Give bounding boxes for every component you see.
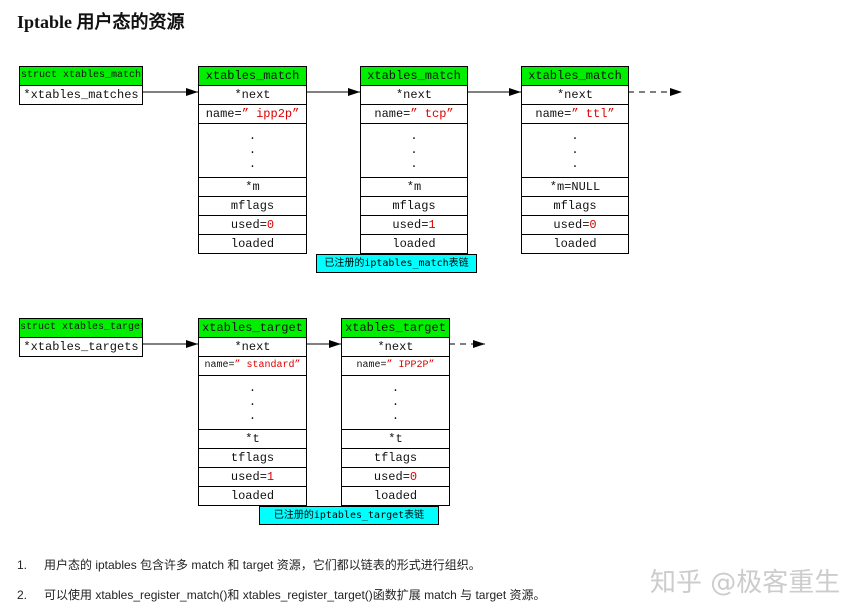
next-field: *next (361, 85, 467, 104)
used-label: used= (230, 218, 267, 232)
name-label: name= (205, 107, 242, 121)
used-field: used=1 (199, 467, 306, 486)
used-label: used= (392, 218, 429, 232)
loaded-field: loaded (522, 234, 628, 253)
ellipsis: . . . (199, 375, 306, 429)
ptr-field: *t (342, 429, 449, 448)
struct-xtables-match: struct xtables_match *xtables_matches (19, 66, 143, 105)
loaded-field: loaded (199, 486, 306, 505)
flags-field: tflags (199, 448, 306, 467)
node-header: xtables_match (522, 67, 628, 85)
name-value: ” IPP2P” (386, 360, 435, 371)
used-label: used= (373, 470, 410, 484)
note-number: 2. (17, 588, 28, 602)
ellipsis: . . . (342, 375, 449, 429)
used-value: 1 (266, 470, 275, 484)
flags-field: mflags (522, 196, 628, 215)
struct-field: *xtables_matches (20, 85, 142, 104)
struct-xtables-target: struct xtables_target *xtables_targets (19, 318, 143, 357)
name-field: name=” ipp2p” (199, 104, 306, 123)
node-header: xtables_target (199, 319, 306, 337)
used-label: used= (230, 470, 267, 484)
used-field: used=0 (342, 467, 449, 486)
next-field: *next (342, 337, 449, 356)
struct-header: struct xtables_target (20, 319, 142, 337)
match-node: xtables_match *next name=” tcp” . . . *m… (360, 66, 468, 254)
used-field: used=1 (361, 215, 467, 234)
match-node: xtables_match *next name=” ipp2p” . . . … (198, 66, 307, 254)
note-number: 1. (17, 558, 28, 572)
flags-field: tflags (342, 448, 449, 467)
ptr-field: *m (361, 177, 467, 196)
node-header: xtables_match (199, 67, 306, 85)
match-caption: 已注册的iptables_match表链 (316, 254, 477, 273)
target-node: xtables_target *next name=” standard” . … (198, 318, 307, 506)
name-label: name= (535, 107, 572, 121)
name-value: ” standard” (234, 360, 301, 371)
name-field: name=” tcp” (361, 104, 467, 123)
next-field: *next (522, 85, 628, 104)
target-caption: 已注册的iptables_target表链 (259, 506, 439, 525)
next-field: *next (199, 337, 306, 356)
ptr-field: *m (199, 177, 306, 196)
note-1: 1. 用户态的 iptables 包含许多 match 和 target 资源，它… (17, 556, 481, 573)
note-text: 用户态的 iptables 包含许多 match 和 target 资源，它们都… (44, 558, 481, 572)
match-node: xtables_match *next name=” ttl” . . . *m… (521, 66, 629, 254)
ptr-field: *t (199, 429, 306, 448)
loaded-field: loaded (361, 234, 467, 253)
flags-field: mflags (361, 196, 467, 215)
name-field: name=” ttl” (522, 104, 628, 123)
used-field: used=0 (199, 215, 306, 234)
used-value: 0 (409, 470, 418, 484)
used-value: 0 (266, 218, 275, 232)
ellipsis: . . . (361, 123, 467, 177)
name-field: name=” IPP2P” (342, 356, 449, 375)
struct-header: struct xtables_match (20, 67, 142, 85)
ptr-field: *m=NULL (522, 177, 628, 196)
name-value: ” tcp” (410, 107, 454, 121)
used-value: 0 (589, 218, 597, 232)
name-label: name= (374, 107, 411, 121)
name-value: ” ipp2p” (241, 107, 300, 121)
used-value: 1 (428, 218, 436, 232)
watermark: 知乎 @极客重生 (650, 568, 841, 598)
ellipsis: . . . (199, 123, 306, 177)
used-field: used=0 (522, 215, 628, 234)
loaded-field: loaded (342, 486, 449, 505)
name-label: name= (356, 360, 387, 371)
name-field: name=” standard” (199, 356, 306, 375)
target-node: xtables_target *next name=” IPP2P” . . .… (341, 318, 450, 506)
node-header: xtables_match (361, 67, 467, 85)
used-label: used= (553, 218, 590, 232)
name-label: name= (204, 360, 235, 371)
name-value: ” ttl” (571, 107, 615, 121)
flags-field: mflags (199, 196, 306, 215)
struct-field: *xtables_targets (20, 337, 142, 356)
note-text: 可以使用 xtables_register_match()和 xtables_r… (44, 588, 546, 602)
next-field: *next (199, 85, 306, 104)
note-2: 2. 可以使用 xtables_register_match()和 xtables… (17, 586, 545, 603)
loaded-field: loaded (199, 234, 306, 253)
node-header: xtables_target (342, 319, 449, 337)
page-title: Iptable 用户态的资源 (17, 12, 185, 32)
ellipsis: . . . (522, 123, 628, 177)
